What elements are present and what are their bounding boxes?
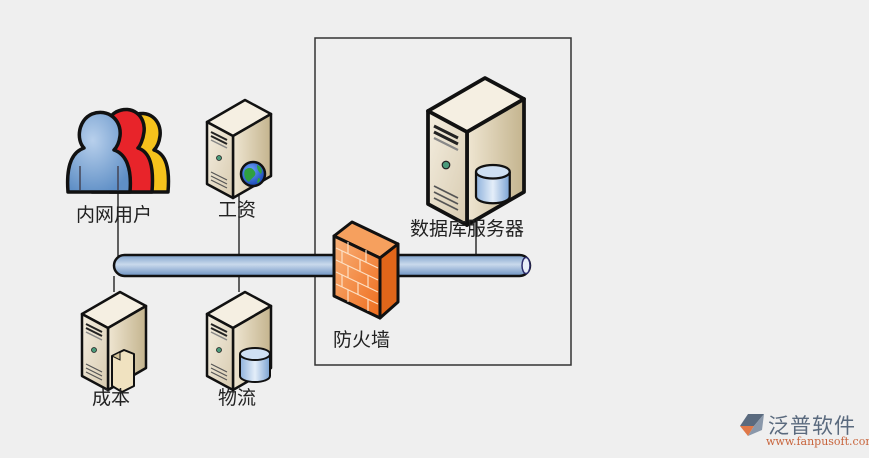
network-backbone-pipe <box>112 253 532 278</box>
brand-url: www.fanpusoft.com <box>766 435 869 448</box>
node-label-firewall: 防火墙 <box>333 329 391 351</box>
web-server-icon <box>205 98 273 200</box>
globe-icon <box>239 160 267 188</box>
node-label-cost: 成本 <box>92 387 131 409</box>
brand-name: 泛普软件 <box>768 414 856 438</box>
secure-zone-box <box>314 37 572 366</box>
brand-logo: 泛普软件 www.fanpusoft.com <box>738 410 869 450</box>
document-icon <box>110 349 135 393</box>
node-label-salary: 工资 <box>218 199 257 221</box>
database-cylinder-icon <box>239 347 271 383</box>
file-server-icon <box>80 290 148 393</box>
database-server-icon <box>205 290 273 392</box>
firewall-icon <box>332 220 400 320</box>
users-group-icon <box>65 107 171 194</box>
database-server-large-icon <box>426 76 526 227</box>
node-label-db-server: 数据库服务器 <box>410 218 525 240</box>
node-label-logistics: 物流 <box>218 387 257 409</box>
node-label-users: 内网用户 <box>76 204 153 226</box>
brand-logo-icon <box>740 414 764 436</box>
